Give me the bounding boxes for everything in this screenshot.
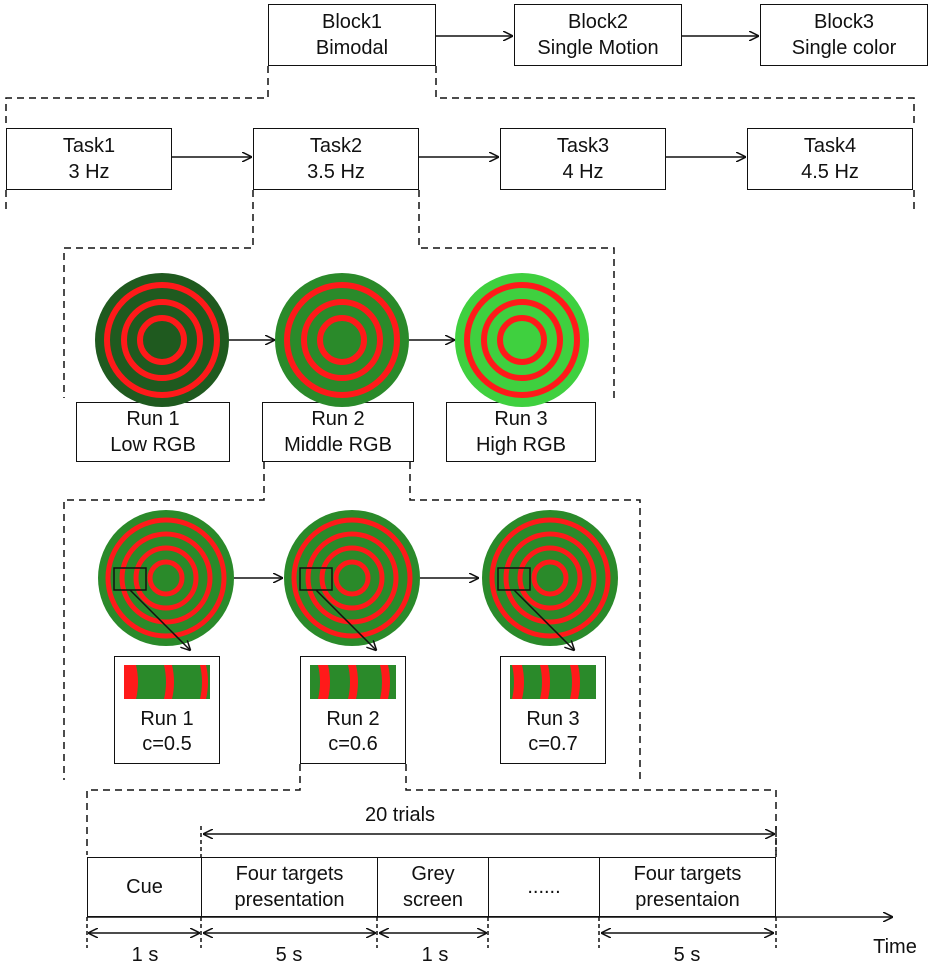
contrast-run-2-c: c=0.6 [328,733,378,755]
rgb-run-1-name: Run 1 [126,408,180,430]
disk-contrast-1 [98,510,234,650]
contrast-run-2-stripe [310,665,396,699]
contrast-run-1-stripe [124,665,210,699]
task-2-box: Task2 3.5 Hz [253,128,419,190]
block-2-name: Block2 [567,11,629,33]
task-4-box: Task4 4.5 Hz [747,128,913,190]
disk-contrast-3 [482,510,618,650]
bracket-task2 [63,190,615,398]
task-1-box: Task1 3 Hz [6,128,172,190]
task-4-freq: 4.5 Hz [801,161,859,183]
segment-targets-1-line2: presentation [234,889,345,911]
rgb-run-3-name: Run 3 [494,408,548,430]
contrast-run-3-name: Run 3 [526,708,580,730]
task-4-name: Task4 [803,135,857,157]
rgb-run-2-box: Run 2 Middle RGB [262,402,414,462]
bracket-task-edges [5,190,915,210]
rgb-run-3-box: Run 3 High RGB [446,402,596,462]
duration-cue: 1 s [131,944,159,966]
duration-targets-2: 5 s [673,944,701,966]
bracket-contrast-run2 [86,764,777,855]
contrast-run-2-name: Run 2 [326,708,380,730]
disk-low-rgb [95,273,229,407]
task-1-freq: 3 Hz [68,161,110,183]
segment-targets-2-line2: presentaion [635,889,740,911]
segment-grey-line2: screen [402,889,464,911]
bracket-rgb-run2 [63,462,641,780]
segment-targets-1-line1: Four targets [235,863,344,885]
block-3-sub: Single color [791,37,897,59]
disk-middle-rgb [275,273,409,407]
segment-targets-2: Four targets presentaion [599,857,776,917]
rgb-run-1-box: Run 1 Low RGB [76,402,230,462]
segment-ellipsis-label: ...... [527,876,561,898]
block-3-box: Block3 Single color [760,4,928,66]
task-3-freq: 4 Hz [562,161,604,183]
block-1-name: Block1 [321,11,383,33]
segment-cue-label: Cue [126,876,163,898]
disk-contrast-2 [284,510,420,650]
duration-grey: 1 s [421,944,449,966]
contrast-run-3-stripe [510,665,596,699]
contrast-run-1-box: Run 1 c=0.5 [114,656,220,764]
bracket-block1 [5,66,915,126]
segment-targets-1: Four targets presentation [201,857,378,917]
task-3-box: Task3 4 Hz [500,128,666,190]
task-3-name: Task3 [556,135,610,157]
task-2-freq: 3.5 Hz [307,161,365,183]
duration-targets-1: 5 s [275,944,303,966]
contrast-run-3-c: c=0.7 [528,733,578,755]
block-2-box: Block2 Single Motion [514,4,682,66]
rgb-run-2-name: Run 2 [311,408,365,430]
time-axis-label: Time [873,936,917,958]
segment-targets-2-line1: Four targets [633,863,742,885]
segment-cue: Cue [87,857,202,917]
contrast-run-1-c: c=0.5 [142,733,192,755]
block-3-name: Block3 [813,11,875,33]
disk-high-rgb [455,273,589,407]
block-2-sub: Single Motion [537,37,659,59]
segment-grey-line1: Grey [411,863,455,885]
task-1-name: Task1 [62,135,116,157]
block-1-sub: Bimodal [315,37,389,59]
task-2-name: Task2 [309,135,363,157]
trials-label: 20 trials [364,804,436,826]
contrast-run-3-box: Run 3 c=0.7 [500,656,606,764]
contrast-run-1-name: Run 1 [140,708,194,730]
contrast-run-2-box: Run 2 c=0.6 [300,656,406,764]
block-1-box: Block1 Bimodal [268,4,436,66]
rgb-run-1-level: Low RGB [110,434,196,456]
rgb-run-2-level: Middle RGB [284,434,392,456]
rgb-run-3-level: High RGB [475,434,567,456]
